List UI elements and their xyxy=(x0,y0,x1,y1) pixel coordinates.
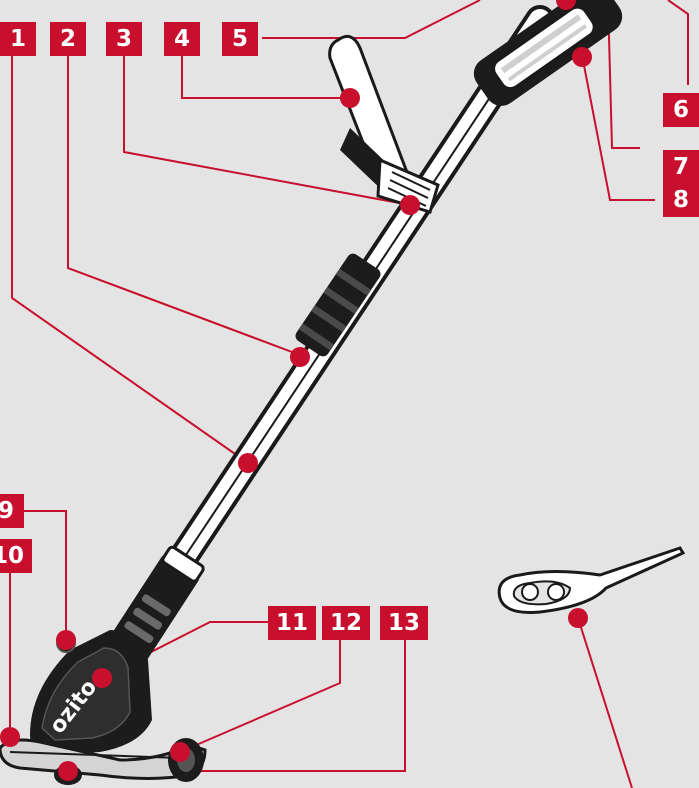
spool-clip xyxy=(497,546,686,614)
callout-dot-4 xyxy=(340,88,360,108)
rear-handle xyxy=(473,0,623,106)
callout-label-2: 2 xyxy=(50,22,86,56)
assist-handle xyxy=(328,34,440,214)
leader-line-7 xyxy=(607,0,640,149)
callout-dot-2 xyxy=(290,347,310,367)
leader-line-9 xyxy=(20,510,67,640)
callout-dot-1 xyxy=(238,453,258,473)
callout-dot-3 xyxy=(400,195,420,215)
callout-label-3: 3 xyxy=(106,22,142,56)
callout-label-5: 5 xyxy=(222,22,258,56)
callout-label-9: 9 xyxy=(0,494,24,528)
leader-line-5 xyxy=(262,0,481,39)
callout-dot-8 xyxy=(572,47,592,67)
callout-dot-10 xyxy=(0,727,20,747)
leader-line-1 xyxy=(11,55,249,464)
leader-line-spool-clip xyxy=(577,617,633,788)
callout-dot-spool-clip xyxy=(568,608,588,628)
leader-line-12 xyxy=(179,640,341,753)
callout-label-8: 8 xyxy=(663,183,699,217)
callout-dot-12 xyxy=(170,742,190,762)
callout-label-1: 1 xyxy=(0,22,36,56)
callout-label-4: 4 xyxy=(164,22,200,56)
leader-line-2 xyxy=(67,55,301,356)
cutting-guard xyxy=(0,738,207,785)
leader-line-8 xyxy=(581,54,655,201)
callout-dot-5 xyxy=(556,0,576,10)
leader-line-6 xyxy=(667,0,689,85)
shaft-lock-collar xyxy=(295,253,381,357)
callout-dots xyxy=(0,0,592,781)
callout-dot-13 xyxy=(58,761,78,781)
callout-label-12: 12 xyxy=(322,606,370,640)
callout-label-7: 7 xyxy=(663,150,699,184)
callout-dot-9 xyxy=(56,630,76,650)
callout-label-13: 13 xyxy=(380,606,428,640)
callout-label-11: 11 xyxy=(268,606,316,640)
callout-label-10: 10 xyxy=(0,539,32,573)
leader-line-3 xyxy=(123,55,411,206)
leader-line-4 xyxy=(181,55,350,99)
callout-dot-11 xyxy=(92,668,112,688)
callout-label-6: 6 xyxy=(663,93,699,127)
